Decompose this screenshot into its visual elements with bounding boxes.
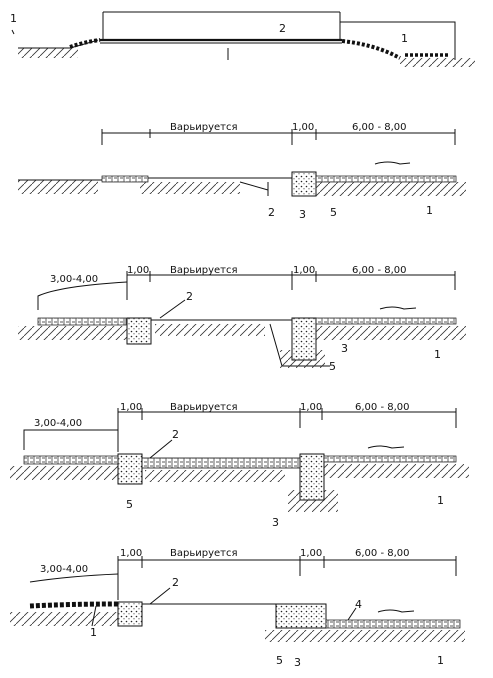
dim-1-00-a: 1,00 — [120, 402, 142, 413]
dim-varies: Варьируется — [170, 265, 238, 276]
label-1-right: 1 — [401, 32, 408, 45]
label-5: 5 — [329, 360, 336, 373]
section-3: 3,00-4,00 1,00 Варьируется 1,00 6,00 - 8… — [18, 265, 466, 373]
label-4: 4 — [355, 598, 362, 611]
section-2: Варьируется 1,00 6,00 - 8,00 2 3 5 1 — [18, 122, 466, 221]
block-3 — [291, 317, 317, 361]
dim-1-00: 1,00 — [292, 122, 314, 133]
label-3: 3 — [299, 208, 306, 221]
ground-hatch — [18, 48, 78, 58]
label-5: 5 — [126, 498, 133, 511]
ground-hatch — [400, 58, 475, 67]
label-3: 3 — [272, 516, 279, 529]
dim-1-00-a: 1,00 — [127, 265, 149, 276]
dim-3-4: 3,00-4,00 — [50, 274, 98, 285]
block-3 — [299, 453, 325, 501]
label-5: 5 — [276, 654, 283, 667]
label-2: 2 — [172, 428, 179, 441]
label-1: 1 — [434, 348, 441, 361]
dim-1-00-b: 1,00 — [293, 265, 315, 276]
block-3 — [275, 603, 327, 629]
dim-6-8: 6,00 - 8,00 — [352, 265, 407, 276]
dim-6-8: 6,00 - 8,00 — [355, 548, 410, 559]
label-3: 3 — [294, 656, 301, 669]
label-1: 1 — [426, 204, 433, 217]
label-2: 2 — [172, 576, 179, 589]
block-3 — [291, 171, 317, 197]
dim-6-8: 6,00 - 8,00 — [352, 122, 407, 133]
dim-1-00-a: 1,00 — [120, 548, 142, 559]
block-5 — [117, 453, 143, 485]
block-5 — [117, 601, 143, 627]
dim-3-4: 3,00-4,00 — [34, 418, 82, 429]
dim-varies: Варьируется — [170, 122, 238, 133]
dim-6-8: 6,00 - 8,00 — [355, 402, 410, 413]
label-1-left: 1 — [90, 626, 97, 639]
label-2: 2 — [186, 290, 193, 303]
section-5: 3,00-4,00 1,00 Варьируется 1,00 6,00 - 8… — [10, 548, 465, 669]
section-4: 3,00-4,00 1,00 Варьируется 1,00 6,00 - 8… — [10, 402, 469, 529]
dim-3-4: 3,00-4,00 — [40, 564, 88, 575]
label-2: 2 — [279, 22, 286, 35]
label-5: 5 — [330, 206, 337, 219]
dim-1-00-b: 1,00 — [300, 548, 322, 559]
block-5 — [126, 317, 152, 345]
label-1-right: 1 — [437, 654, 444, 667]
dim-1-00-b: 1,00 — [300, 402, 322, 413]
section-1: 1 2 1 — [10, 11, 475, 67]
label-1-left: 1 — [10, 12, 17, 25]
label-1: 1 — [437, 494, 444, 507]
dim-varies: Варьируется — [170, 402, 238, 413]
label-3: 3 — [341, 342, 348, 355]
dim-varies: Варьируется — [170, 548, 238, 559]
label-2: 2 — [268, 206, 275, 219]
